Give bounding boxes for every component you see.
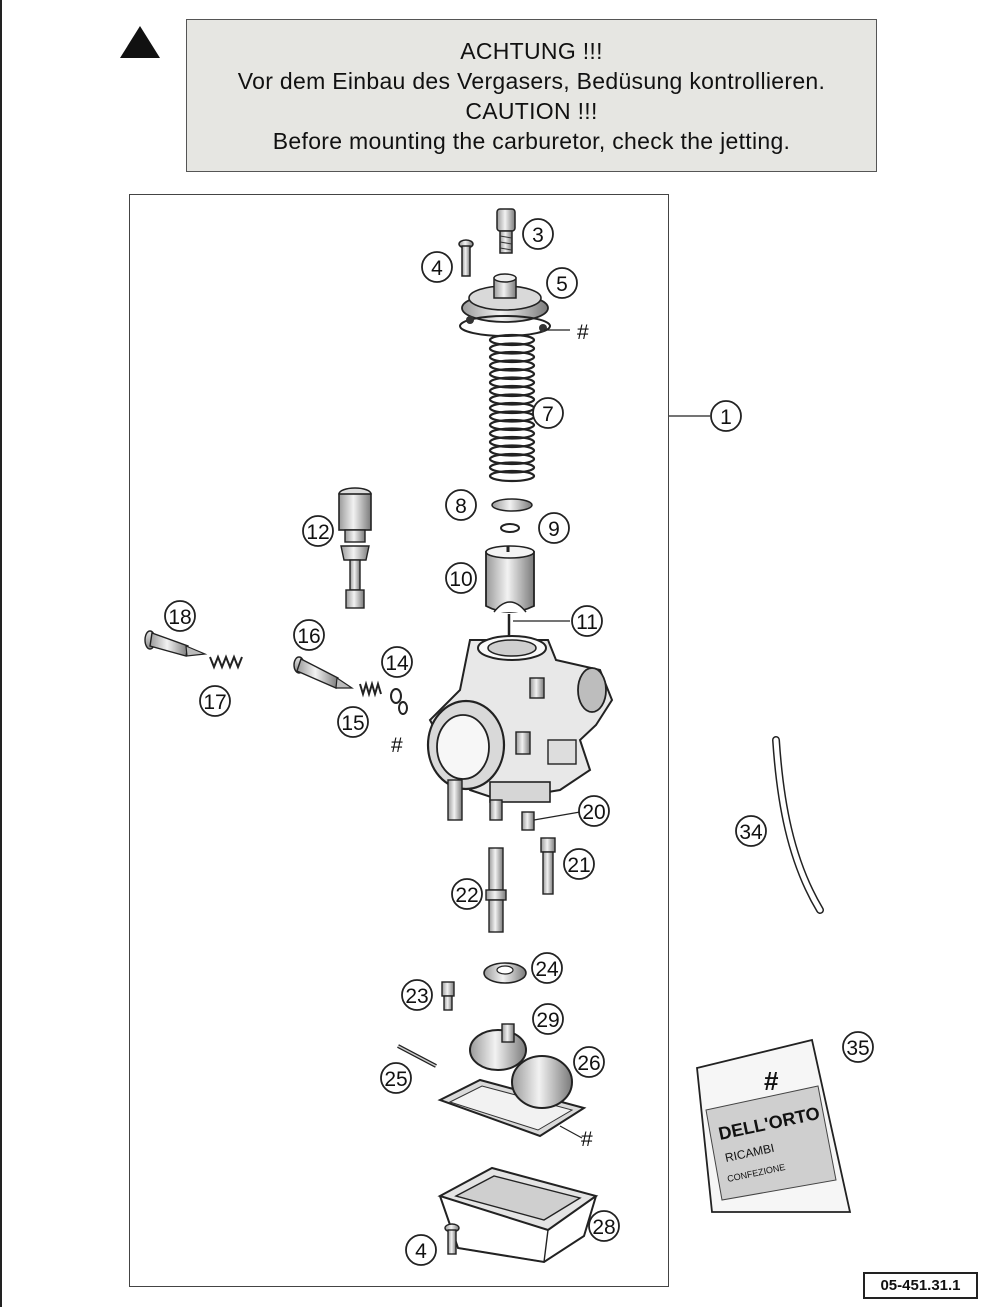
caution-text-de: Vor dem Einbau des Vergasers, Bedüsung k… — [237, 68, 826, 94]
callout-14: 14 — [381, 646, 413, 678]
svg-text:22: 22 — [455, 884, 478, 907]
svg-text:29: 29 — [536, 1009, 559, 1032]
callout-25: 25 — [380, 1062, 412, 1094]
part-needle-jet — [540, 837, 556, 895]
part-vent-hose — [772, 736, 824, 914]
part-air-screw-spring — [359, 680, 382, 698]
callout-4-top: 4 — [421, 251, 453, 283]
callout-15: 15 — [337, 706, 369, 738]
caution-heading-de: ACHTUNG !!! — [460, 38, 603, 64]
part-adjuster-screw — [496, 208, 516, 254]
part-drain-screw — [444, 1223, 460, 1255]
caution-text-en: Before mounting the carburetor, check th… — [272, 128, 791, 154]
callout-10: 10 — [445, 562, 477, 594]
svg-text:17: 17 — [203, 691, 226, 714]
part-spring-seat — [491, 498, 533, 512]
callout-28: 28 — [588, 1210, 620, 1242]
part-float-assembly — [437, 1023, 587, 1138]
page-left-rule — [0, 0, 2, 1307]
document-number: 05-451.31.1 — [863, 1272, 978, 1299]
callout-29: 29 — [532, 1003, 564, 1035]
part-idle-spring — [209, 654, 243, 670]
part-gasket-kit-bag: # DELL'ORTO RICAMBI CONFEZIONE — [696, 1038, 852, 1213]
hash-marks: # # # — [391, 321, 593, 1151]
callout-22: 22 — [451, 878, 483, 910]
svg-text:1: 1 — [720, 406, 732, 429]
bag-hash: # — [764, 1066, 779, 1096]
callouts: 1 3 4 5 7 8 9 10 11 12 14 15 16 17 18 20… — [164, 218, 874, 1266]
part-pilot-jet — [521, 811, 535, 831]
part-float-bowl — [437, 1166, 599, 1264]
part-idle-screw — [144, 630, 208, 657]
part-needle-clip — [500, 523, 520, 533]
callout-23: 23 — [401, 979, 433, 1011]
svg-text:23: 23 — [405, 985, 428, 1008]
svg-text:34: 34 — [739, 821, 763, 844]
callout-18: 18 — [164, 600, 196, 632]
hash-mark-cover-gasket: # — [577, 321, 589, 344]
leader-lines — [513, 329, 710, 1139]
svg-text:21: 21 — [567, 854, 590, 877]
part-seal-ring — [483, 962, 527, 984]
part-main-jet — [441, 981, 455, 1011]
part-air-screw — [293, 656, 354, 689]
svg-text:26: 26 — [577, 1052, 600, 1075]
svg-text:9: 9 — [548, 518, 560, 541]
part-atomizer — [485, 847, 507, 933]
svg-text:12: 12 — [306, 521, 329, 544]
svg-text:11: 11 — [576, 611, 598, 634]
svg-text:5: 5 — [556, 273, 568, 296]
callout-21: 21 — [563, 848, 595, 880]
callout-1: 1 — [710, 400, 742, 432]
svg-text:10: 10 — [449, 568, 472, 591]
svg-text:28: 28 — [592, 1216, 615, 1239]
svg-text:25: 25 — [384, 1068, 407, 1091]
part-washers — [390, 688, 408, 715]
caution-heading-en: CAUTION !!! — [465, 98, 598, 124]
svg-text:15: 15 — [341, 712, 364, 735]
svg-text:24: 24 — [535, 958, 559, 981]
svg-text:35: 35 — [846, 1037, 869, 1060]
callout-34: 34 — [735, 815, 767, 847]
svg-text:18: 18 — [168, 606, 191, 629]
callout-17: 17 — [199, 685, 231, 717]
hash-mark-bowl-gasket: # — [581, 1128, 593, 1151]
caution-box: ACHTUNG !!! Vor dem Einbau des Vergasers… — [186, 19, 877, 172]
callout-20: 20 — [578, 795, 610, 827]
svg-text:7: 7 — [542, 403, 554, 426]
svg-text:20: 20 — [582, 801, 605, 824]
callout-16: 16 — [293, 619, 325, 651]
part-choke-plunger — [338, 487, 372, 609]
callout-26: 26 — [573, 1046, 605, 1078]
callout-12: 12 — [302, 515, 334, 547]
callout-7: 7 — [532, 397, 564, 429]
part-throttle-valve — [485, 545, 535, 613]
svg-text:14: 14 — [385, 652, 409, 675]
warning-triangle-icon — [120, 26, 160, 58]
callout-4-bottom: 4 — [405, 1234, 437, 1266]
svg-text:16: 16 — [297, 625, 320, 648]
callout-11: 11 — [571, 605, 603, 637]
callout-8: 8 — [445, 489, 477, 521]
diagram-frame — [129, 194, 669, 1287]
part-float-pin — [397, 1044, 437, 1068]
svg-text:3: 3 — [532, 224, 544, 247]
part-throttle-spring — [488, 333, 536, 483]
hash-mark-washer: # — [391, 734, 403, 757]
svg-text:4: 4 — [415, 1240, 427, 1263]
part-carburetor-body — [426, 635, 614, 821]
callout-35: 35 — [842, 1031, 874, 1063]
callout-24: 24 — [531, 952, 563, 984]
callout-9: 9 — [538, 512, 570, 544]
part-cover-screw — [458, 239, 474, 277]
svg-text:8: 8 — [455, 495, 467, 518]
callout-3: 3 — [522, 218, 554, 250]
callout-5: 5 — [546, 267, 578, 299]
part-mixing-chamber-cover — [459, 273, 551, 337]
svg-text:4: 4 — [431, 257, 443, 280]
